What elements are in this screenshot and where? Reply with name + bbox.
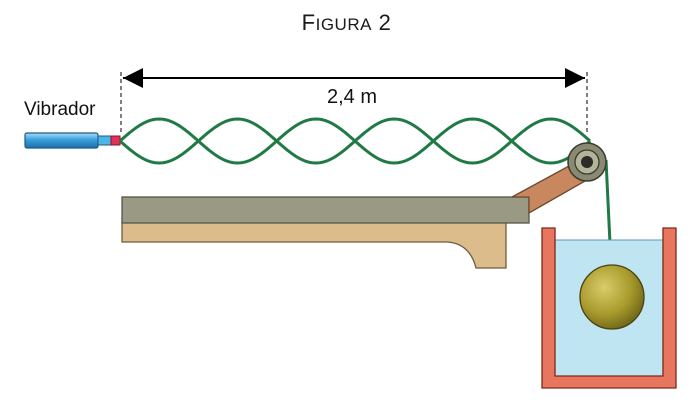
vibrator-label: Vibrador: [24, 99, 96, 120]
container-walls: [541, 227, 677, 389]
string-wave-lower: [119, 117, 591, 165]
figure-title-initial: F: [301, 10, 316, 35]
length-dimension: [120, 68, 588, 135]
hanging-mass: [579, 264, 645, 330]
figure-title-number: 2: [378, 10, 392, 35]
figure-title: FIGURA 2: [0, 10, 693, 36]
table-top: [121, 196, 530, 224]
pulley-axle: [581, 156, 593, 168]
vibrator-tip: [110, 135, 121, 146]
pulley: [567, 142, 607, 182]
vibrator-neck: [97, 135, 112, 146]
length-label: 2,4 m: [327, 86, 378, 108]
vibrator-body: [24, 132, 99, 149]
figure-title-rest: IGURA: [315, 15, 372, 34]
vibrator: [24, 132, 121, 149]
table-base: [121, 221, 507, 269]
